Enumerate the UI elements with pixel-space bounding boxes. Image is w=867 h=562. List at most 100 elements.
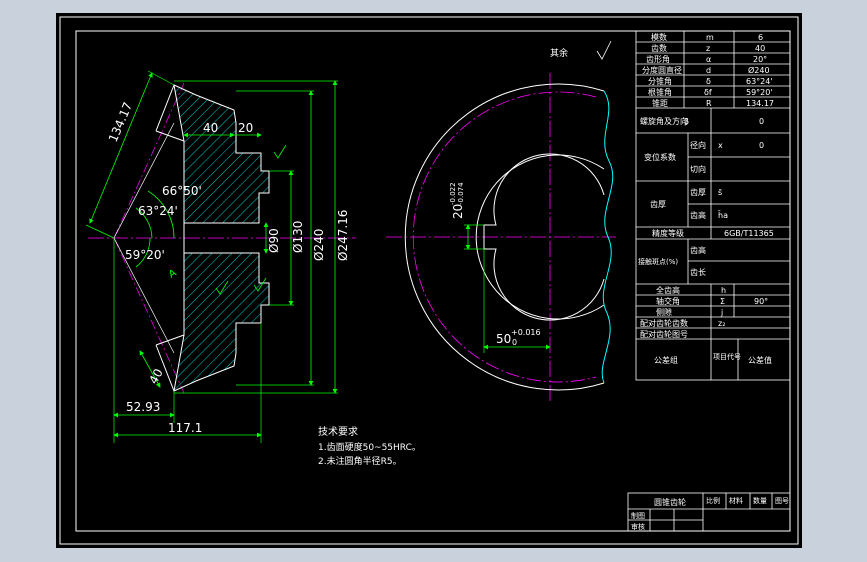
param-row-name: 齿数: [651, 43, 667, 53]
title-block-text: 圆锥齿轮 比例 材料 数量 图号 制图 审核: [631, 496, 789, 531]
tech-line-2: 2.未注圆角半径R5。: [318, 455, 402, 467]
label-40-bottom: 40: [146, 366, 166, 386]
helix-label: 螺旋角及方向: [640, 116, 688, 126]
title-col-4: 图号: [775, 497, 789, 505]
title-block: [627, 492, 791, 532]
label-20-top: 20: [238, 121, 253, 135]
parameter-table: [635, 30, 791, 381]
bore-circle: [483, 153, 605, 321]
tooth-outline-upper: [155, 84, 175, 132]
label-angle-59: 59°20': [125, 248, 165, 262]
label-keyway-depth-tol-lower: 0: [512, 338, 517, 347]
label-134: 134.17: [106, 100, 135, 144]
param-row-symbol: z: [706, 44, 710, 53]
parameter-table-text: 模数 m 6 齿数 z 40 齿形角 α 20° 分度圆直径 d Ø240 分锥…: [638, 32, 774, 365]
param-row-name: 根锥角: [648, 87, 672, 97]
accuracy-value: 6GB/T11365: [724, 229, 774, 238]
label-keyway-width: 20: [451, 204, 465, 219]
arc-59: [135, 237, 151, 268]
title-col-2: 材料: [729, 496, 743, 505]
thickness-height-symbol: h̄a: [717, 210, 728, 220]
cone-line-lower: [113, 237, 185, 394]
dim-line-134: [89, 72, 153, 224]
thickness-chord-symbol: s̄: [718, 188, 722, 197]
param-row-value: Ø240: [748, 65, 770, 75]
full-height-label: 全齿高: [656, 285, 680, 295]
label-dia-130: Ø130: [291, 221, 305, 253]
arc-63: [135, 207, 153, 239]
shift-label: 变位系数: [644, 152, 676, 162]
mate-code-label: 配对齿轮图号: [640, 329, 688, 339]
lower-hatched-section: [173, 252, 270, 392]
label-dia-247: Ø247.16: [336, 210, 350, 261]
label-keyway-depth-tol-upper: +0.016: [511, 328, 541, 337]
ext-line-134a: [85, 224, 115, 239]
shaft-angle-value: 90°: [754, 297, 768, 306]
tooth-face-upper: [155, 130, 185, 142]
dim-line-40-bottom: [139, 350, 161, 388]
tol-item-label: 项目代号: [713, 352, 741, 361]
shift-radial-value: 0: [759, 141, 764, 150]
tech-requirements: 技术要求 1.齿面硬度50~55HRC。 2.未注圆角半径R5。: [318, 425, 421, 467]
mate-teeth-symbol: z₂: [718, 319, 725, 328]
drawing-viewport[interactable]: 134.17 40 20 66°50' 63°24' 59°20' Ø90 Ø1…: [56, 13, 802, 548]
outer-frame: [59, 16, 799, 545]
thickness-height: 齿高: [690, 210, 706, 220]
accuracy-label: 精度等级: [652, 228, 684, 238]
param-row-name: 模数: [651, 32, 667, 42]
label-angle-63: 63°24': [138, 204, 178, 218]
label-angle-66: 66°50': [162, 184, 202, 198]
param-row-value: 63°24': [746, 77, 773, 86]
param-row-symbol: R: [706, 99, 712, 108]
contact-length: 齿长: [690, 267, 706, 277]
param-row-symbol: δ: [706, 77, 711, 86]
label-keyway-width-tol-upper: -0.022: [449, 182, 457, 205]
shaft-angle-symbol: Σ: [720, 297, 725, 306]
tech-line-1: 1.齿面硬度50~55HRC。: [318, 441, 421, 453]
param-row-value: 40: [755, 44, 765, 53]
section-view: 134.17 40 20 66°50' 63°24' 59°20' Ø90 Ø1…: [85, 70, 356, 443]
param-row-value: 59°20': [746, 88, 773, 97]
tol-value-label: 公差值: [748, 355, 772, 365]
shift-radial: 径向: [690, 140, 706, 150]
thickness-label: 齿厚: [650, 200, 666, 209]
full-height-symbol: h: [721, 286, 726, 295]
shift-tangential: 切向: [690, 164, 706, 174]
label-40-top: 40: [203, 121, 218, 135]
roughness-symbol-1: [273, 144, 287, 159]
upper-hatched-section: [173, 84, 270, 224]
helix-value: 0: [759, 117, 764, 126]
backlash-symbol: j: [720, 308, 723, 317]
param-row-name: 分锥角: [648, 76, 672, 86]
param-row-value: 20°: [753, 55, 767, 64]
mate-teeth-label: 配对齿轮齿数: [640, 318, 688, 328]
label-dia-240: Ø240: [312, 229, 326, 261]
param-row-name: 齿形角: [646, 54, 670, 64]
helix-symbol: β: [684, 117, 689, 126]
roughness-symbol-2: [215, 280, 229, 295]
ext-line-134b: [147, 70, 175, 86]
param-row-name: 锥距: [652, 98, 668, 108]
title-name: 圆锥齿轮: [654, 497, 686, 507]
param-row-symbol: m: [706, 33, 714, 42]
hub-circle: [475, 154, 605, 320]
title-row-1: 制图: [631, 511, 645, 520]
root-line-lower: [113, 237, 175, 354]
param-row-name: 分度圆直径: [642, 65, 682, 75]
param-row-symbol: δf: [704, 88, 712, 97]
cad-drawing: 134.17 40 20 66°50' 63°24' 59°20' Ø90 Ø1…: [59, 16, 799, 545]
roughness-symbol-3: [253, 277, 267, 292]
arc-66: [147, 190, 175, 239]
roughness-note-symbol: [596, 40, 612, 60]
contact-label: 接触斑点(%): [638, 257, 678, 266]
root-line-upper: [113, 122, 175, 239]
tooth-face-lower: [155, 334, 185, 346]
break-line: [601, 90, 614, 384]
label-117: 117.1: [168, 421, 202, 435]
title-row-2: 审核: [631, 522, 645, 531]
backlash-label: 侧隙: [656, 307, 672, 317]
param-row-value: 6: [758, 33, 763, 42]
label-section-mark: A: [167, 268, 179, 281]
label-keyway-depth: 50: [496, 332, 511, 346]
param-row-value: 134.17: [746, 99, 774, 108]
